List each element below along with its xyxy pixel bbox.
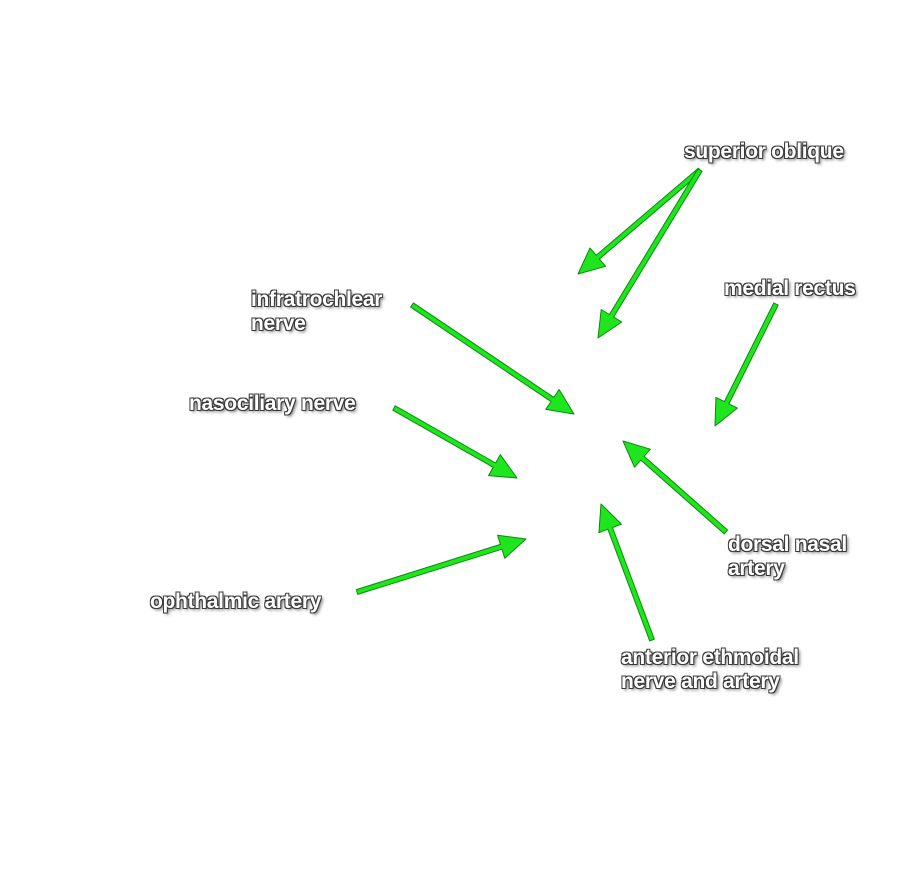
arrow-anterior-ethmoidal-shape [598, 503, 655, 642]
label-dorsal-nasal-line2: artery [728, 557, 785, 580]
label-dorsal-nasal-artery: dorsal nasal artery [728, 533, 847, 581]
label-medial-rectus: medial rectus [724, 277, 856, 301]
label-nasociliary-nerve-text: nasociliary nerve [189, 392, 356, 415]
arrow-medial-rectus [714, 302, 779, 427]
arrow-ophthalmic-artery-shape [355, 534, 527, 595]
arrow-superior-oblique-left [577, 167, 703, 275]
label-superior-oblique: superior oblique [684, 140, 844, 164]
arrow-nasociliary-nerve-shape [392, 405, 518, 479]
label-dorsal-nasal-line1: dorsal nasal [728, 533, 847, 556]
arrow-dorsal-nasal-artery-shape [622, 440, 729, 535]
label-nasociliary-nerve: nasociliary nerve [189, 392, 356, 416]
arrow-infratrochlear-nerve [410, 302, 575, 415]
arrow-nasociliary-nerve [392, 405, 518, 479]
label-infratrochlear-line1: infratrochlear [251, 288, 383, 311]
label-ophthalmic-artery: ophthalmic artery [150, 590, 321, 614]
arrow-ophthalmic-artery [355, 534, 527, 595]
arrow-superior-oblique-right-shape [597, 168, 703, 339]
arrow-anterior-ethmoidal [598, 503, 655, 642]
label-medial-rectus-text: medial rectus [724, 277, 856, 300]
label-anterior-ethmoidal-line1: anterior ethmoidal [621, 646, 799, 669]
arrow-medial-rectus-shape [714, 302, 779, 427]
label-superior-oblique-text: superior oblique [684, 140, 844, 163]
label-anterior-ethmoidal: anterior ethmoidal nerve and artery [621, 646, 799, 694]
arrow-superior-oblique-left-shape [577, 167, 703, 275]
label-ophthalmic-artery-text: ophthalmic artery [150, 590, 322, 613]
label-infratrochlear-nerve: infratrochlear nerve [251, 288, 382, 336]
arrow-dorsal-nasal-artery [622, 440, 729, 535]
label-anterior-ethmoidal-line2: nerve and artery [621, 670, 780, 693]
arrow-infratrochlear-nerve-shape [410, 302, 575, 415]
label-infratrochlear-line2: nerve [251, 312, 306, 335]
arrow-superior-oblique-right [597, 168, 703, 339]
